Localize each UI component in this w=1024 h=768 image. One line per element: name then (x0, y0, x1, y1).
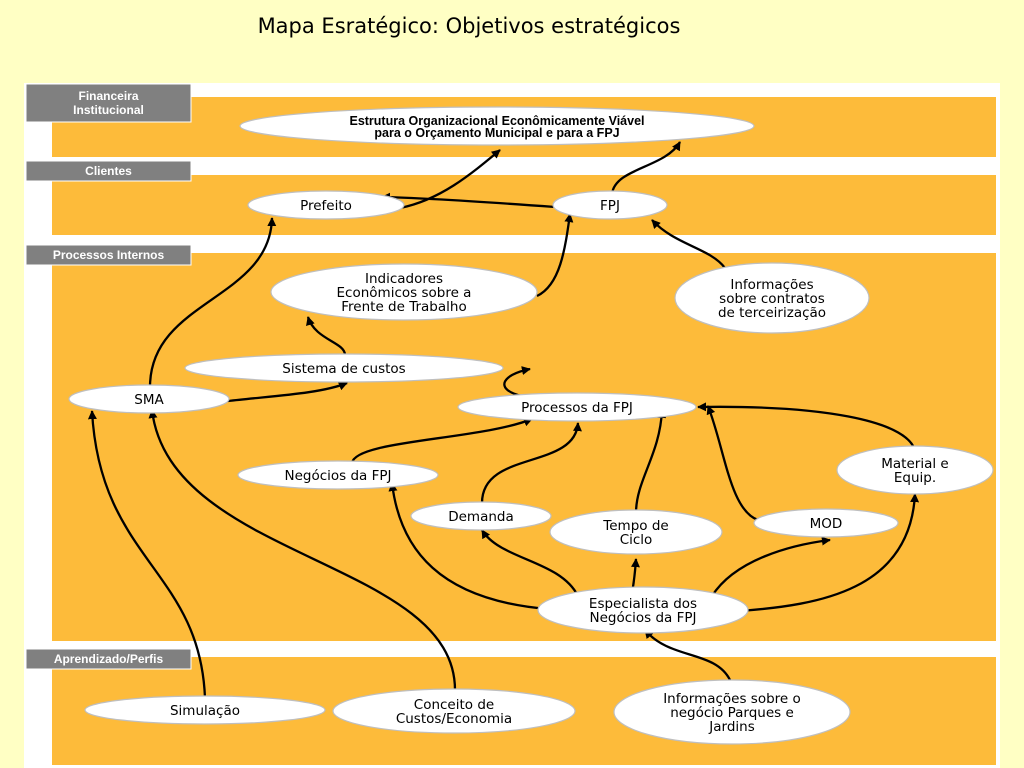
arrow-especialista-to-mod (711, 536, 831, 597)
arrow-processos-to-sistema (503, 366, 531, 398)
arrow-fpj-to-prefeito (381, 192, 556, 209)
node-label: Material e (881, 456, 948, 472)
perspective-header-aprendizado: Aprendizado/Perfis (25, 648, 192, 670)
node-label: Frente de Trabalho (341, 299, 466, 315)
arrow-sma-to-sistema (227, 381, 348, 403)
node-ellipse (84, 695, 326, 725)
node-label: Sistema de custos (282, 361, 405, 377)
node-label: Negócios da FPJ (284, 468, 391, 484)
node-label: Ciclo (620, 532, 653, 548)
arrow-contratos-to-fpj (651, 219, 726, 269)
node-label: Conceito de (414, 697, 494, 713)
node-prefeito: Prefeito (247, 190, 405, 220)
perspective-label: Clientes (85, 164, 132, 178)
node-demanda: Demanda (410, 501, 552, 531)
perspective-header-processos: Processos Internos (25, 244, 192, 266)
perspective-label: Aprendizado/Perfis (54, 652, 164, 666)
page-title: Mapa Esratégico: Objetivos estratégicos (257, 14, 681, 38)
node-label: Estrutura Organizacional Econômicamente … (349, 114, 644, 128)
perspective-label: Processos Internos (53, 248, 165, 262)
node-negocios-fpj: Negócios da FPJ (237, 460, 439, 490)
node-label: Informações sobre o (663, 691, 801, 707)
arrow-conceito-to-sma (148, 409, 457, 691)
arrow-simulacao-to-sma (87, 410, 207, 699)
node-label: Demanda (448, 509, 514, 525)
node-label: sobre contratos (719, 291, 825, 307)
node-ellipse (552, 190, 668, 220)
arrow-tempo-to-processos (634, 409, 667, 514)
node-ellipse (270, 263, 538, 321)
node-ellipse (457, 392, 697, 422)
node-ellipse (674, 262, 870, 334)
node-label: de terceirização (718, 305, 826, 321)
arrow-parques-to-especialista (644, 629, 732, 681)
node-ellipse (184, 353, 504, 383)
node-estrutura: Estrutura Organizacional Econômicamente … (239, 106, 755, 146)
node-label: SMA (134, 392, 164, 408)
node-ellipse (549, 509, 723, 555)
arrow-sma-to-prefeito (148, 217, 277, 388)
node-label: MOD (810, 516, 843, 532)
arrow-especialista-to-material (739, 493, 920, 613)
arrow-especialista-to-demanda (481, 529, 580, 597)
node-label: Negócios da FPJ (589, 610, 696, 626)
node-ellipse (237, 460, 439, 490)
node-label: Especialista dos (589, 596, 697, 612)
arrow-indicadores-to-fpj (536, 213, 574, 298)
node-label: Informações (730, 277, 813, 293)
perspective-label: Financeira (78, 89, 138, 103)
arrow-mod-to-processos (706, 405, 759, 522)
node-ellipse (68, 384, 230, 414)
node-ellipse (753, 508, 899, 538)
arrow-negocios-to-processos (350, 417, 533, 464)
node-ellipse (410, 501, 552, 531)
perspective-label: Institucional (73, 103, 144, 117)
arrow-demanda-to-processos (480, 422, 582, 504)
node-label: FPJ (600, 198, 620, 214)
node-ellipse (247, 190, 405, 220)
node-ellipse (836, 445, 994, 495)
node-ellipse (332, 688, 576, 734)
node-sma: SMA (68, 384, 230, 414)
arrow-sistema-to-indicadores (306, 316, 347, 356)
node-label: Jardins (708, 719, 754, 735)
node-label: Custos/Economia (396, 711, 512, 727)
node-label: Simulação (170, 703, 240, 719)
arrow-especialista-to-negocios (388, 482, 549, 611)
arrow-fpj-to-estrutura (610, 141, 681, 195)
arrow-prefeito-to-estrutura (399, 149, 501, 210)
node-label: para o Orçamento Municipal e para a FPJ (374, 126, 619, 140)
node-label: Prefeito (300, 198, 352, 214)
node-sistema-custos: Sistema de custos (184, 353, 504, 383)
node-ellipse (239, 106, 755, 146)
node-mod: MOD (753, 508, 899, 538)
node-label: negócio Parques e (670, 705, 794, 721)
node-simulacao: Simulação (84, 695, 326, 725)
node-ellipse (613, 679, 851, 745)
node-processos-fpj: Processos da FPJ (457, 392, 697, 422)
node-label: Equip. (894, 470, 936, 486)
node-label: Indicadores (365, 271, 443, 287)
node-label: Tempo de (602, 518, 668, 534)
node-fpj: FPJ (552, 190, 668, 220)
node-ellipse (537, 586, 749, 634)
node-label: Econômicos sobre a (337, 285, 472, 301)
perspective-header-clientes: Clientes (25, 160, 192, 182)
node-label: Processos da FPJ (521, 400, 633, 416)
arrow-material-to-processos (697, 402, 917, 451)
